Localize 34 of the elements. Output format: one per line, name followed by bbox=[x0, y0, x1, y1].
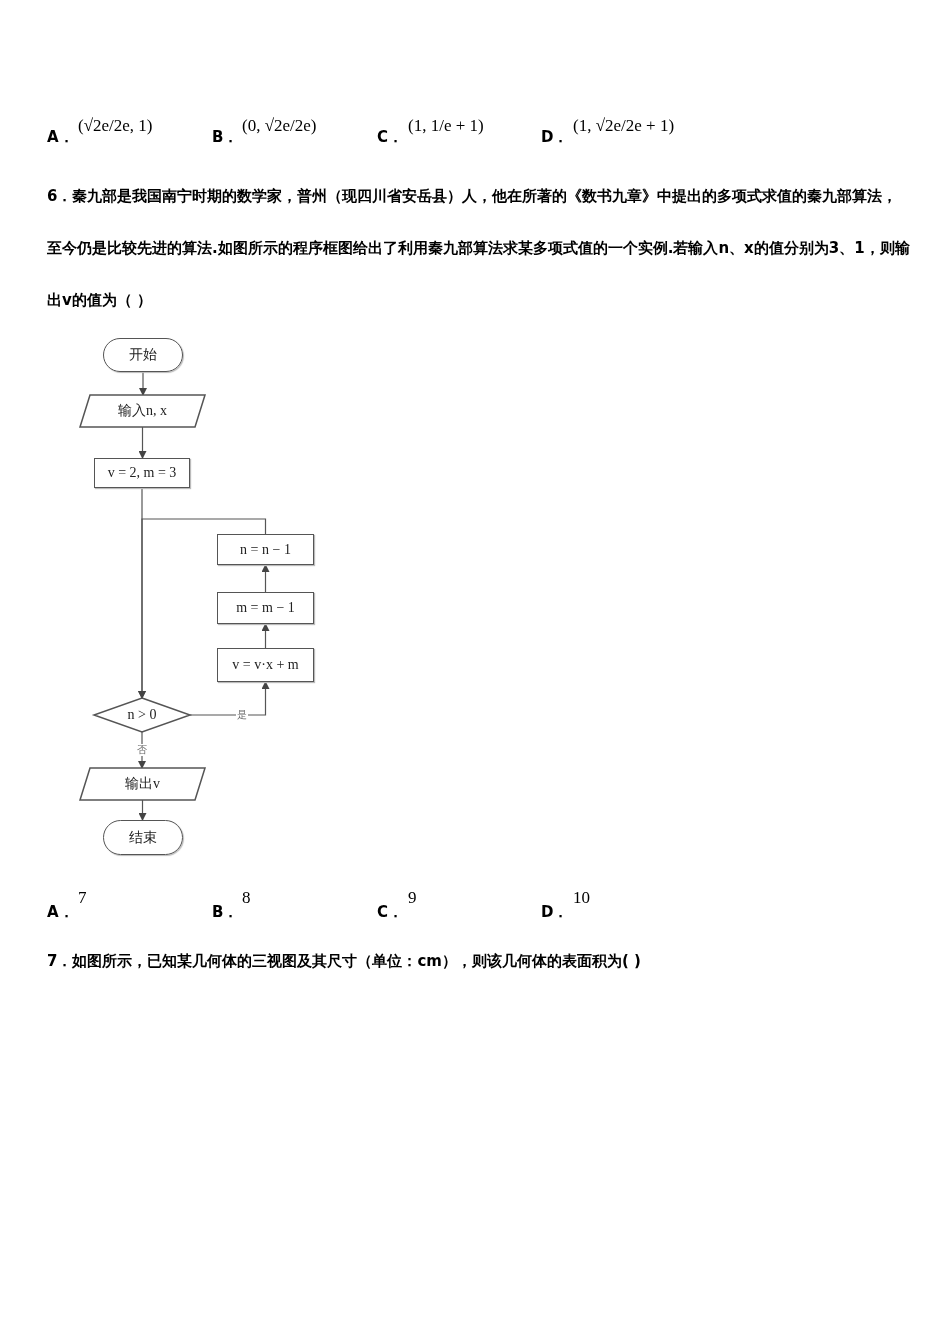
question-text: 6．秦九部是我国南宁时期的数学家，普州（现四川省安岳县）人，他在所著的《数书九章》中提出的多项式求值的秦九部算法，至今仍是比较先进的算法.如图所示的程序框图给出了利用秦九部算法求某多项式值的一个实例.若输入n、x的值分别为3、1，则输出v的值为（ ） bbox=[47, 186, 911, 311]
arrow bbox=[189, 681, 270, 716]
answer-value: 9 bbox=[408, 888, 417, 908]
edge-label: 否 bbox=[136, 744, 148, 756]
arrow bbox=[138, 799, 147, 821]
question-text: 7．如图所示，已知某几何体的三视图及其尺寸（单位：cm），则该几何体的表面积为( ) bbox=[47, 952, 641, 971]
output-parallelogram: 输出v bbox=[80, 768, 205, 800]
option-letter: C． bbox=[377, 903, 403, 922]
answer-value: 8 bbox=[242, 888, 251, 908]
arrow bbox=[138, 518, 267, 699]
option-letter: B． bbox=[212, 903, 239, 922]
process-box: v = v·x + m bbox=[217, 648, 314, 682]
answer-expression: (1, √2e/2e + 1) bbox=[573, 116, 675, 136]
process-box: m = m − 1 bbox=[217, 592, 314, 624]
option-letter: B． bbox=[212, 128, 239, 147]
answer-value: 10 bbox=[573, 888, 590, 908]
option-letter: A． bbox=[47, 903, 74, 922]
answer-expression: (1, 1/e + 1) bbox=[408, 116, 484, 136]
process-box: n = n − 1 bbox=[217, 534, 314, 565]
input-parallelogram: 输入n, x bbox=[80, 395, 205, 427]
answer-expression: (√2e/2e, 1) bbox=[78, 116, 153, 136]
option-letter: D． bbox=[541, 903, 569, 922]
arrow bbox=[261, 623, 270, 649]
edge-label: 是 bbox=[236, 709, 248, 721]
arrow bbox=[139, 371, 147, 396]
arrow bbox=[261, 564, 270, 593]
process-box: v = 2, m = 3 bbox=[94, 458, 190, 488]
arrow bbox=[138, 426, 147, 459]
answer-value: 7 bbox=[78, 888, 87, 908]
option-letter: A． bbox=[47, 128, 74, 147]
answer-expression: (0, √2e/2e) bbox=[242, 116, 317, 136]
option-letter: D． bbox=[541, 128, 569, 147]
option-letter: C． bbox=[377, 128, 403, 147]
decision-diamond: n > 0 bbox=[94, 698, 190, 732]
